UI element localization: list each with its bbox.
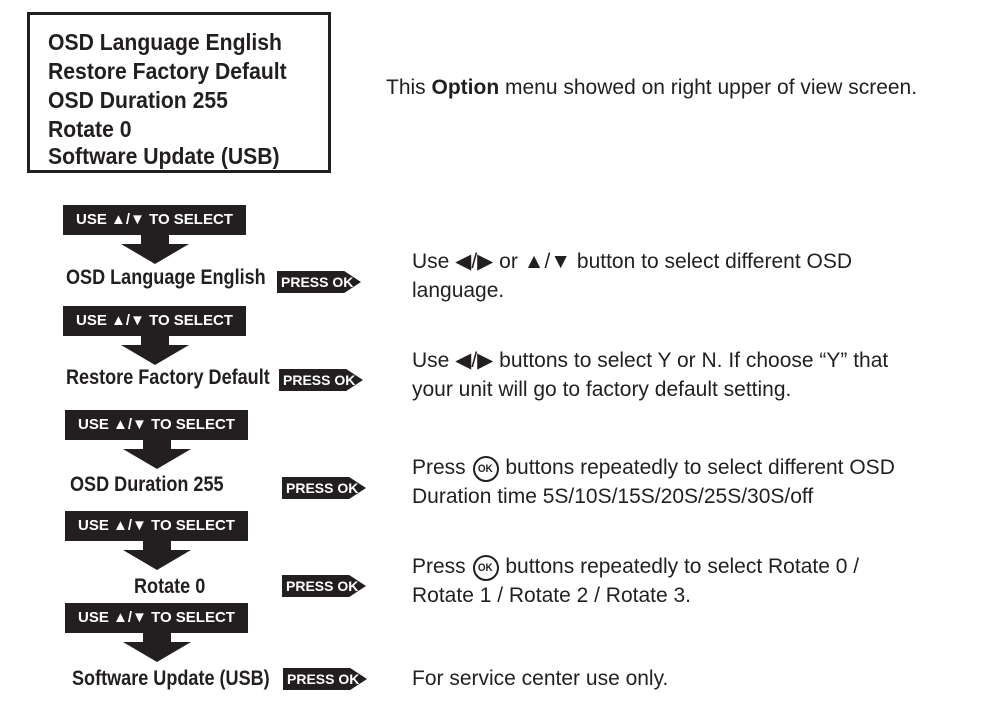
menu-item-restore-factory-default: Restore Factory Default bbox=[48, 58, 287, 84]
desc-line: Rotate 1 / Rotate 2 / Rotate 3. bbox=[412, 584, 691, 607]
down-arrow-icon bbox=[121, 234, 189, 264]
use-select-bar: USE ▲/▼ TO SELECT bbox=[65, 410, 248, 440]
down-arrow-icon bbox=[123, 632, 191, 662]
menu-item-osd-language: OSD Language English bbox=[48, 29, 282, 55]
desc-line: Press OK buttons repeatedly to select di… bbox=[412, 453, 895, 482]
down-arrow-icon bbox=[123, 439, 191, 469]
menu-item-osd-duration: OSD Duration 255 bbox=[48, 87, 228, 113]
step-label-osd-duration: OSD Duration 255 bbox=[70, 473, 224, 496]
menu-item-rotate: Rotate 0 bbox=[48, 116, 132, 142]
step-description-software-update: For service center use only. bbox=[412, 664, 668, 693]
use-select-bar: USE ▲/▼ TO SELECT bbox=[65, 603, 248, 633]
press-ok-arrow: PRESS OK bbox=[279, 369, 363, 391]
step-label-restore-factory-default: Restore Factory Default bbox=[66, 366, 270, 389]
desc-text: buttons repeatedly to select different O… bbox=[499, 456, 895, 479]
desc-line: Press OK buttons repeatedly to select Ro… bbox=[412, 552, 859, 581]
press-ok-arrow: PRESS OK bbox=[282, 575, 366, 597]
press-ok-arrow: PRESS OK bbox=[277, 271, 361, 293]
intro-text: This Option menu showed on right upper o… bbox=[386, 76, 917, 100]
ok-button-icon: OK bbox=[472, 555, 499, 581]
ok-icon-text: OK bbox=[478, 463, 493, 475]
press-ok-arrow: PRESS OK bbox=[282, 477, 366, 499]
desc-text: Press bbox=[412, 555, 472, 578]
step-label-software-update: Software Update (USB) bbox=[72, 667, 270, 690]
down-arrow-icon bbox=[123, 540, 191, 570]
step-description-restore-factory-default: Use ◀/▶ buttons to select Y or N. If cho… bbox=[412, 346, 888, 404]
intro-text-bold: Option bbox=[431, 76, 500, 99]
desc-line: Duration time 5S/10S/15S/20S/25S/30S/off bbox=[412, 485, 814, 508]
step-description-osd-language: Use ◀/▶ or ▲/▼ button to select differen… bbox=[412, 247, 852, 305]
use-select-bar: USE ▲/▼ TO SELECT bbox=[63, 306, 246, 336]
step-label-rotate: Rotate 0 bbox=[134, 575, 206, 598]
desc-line: Use ◀/▶ or ▲/▼ button to select differen… bbox=[412, 250, 852, 273]
desc-line: language. bbox=[412, 279, 505, 302]
step-description-rotate: Press OK buttons repeatedly to select Ro… bbox=[412, 552, 859, 610]
desc-line: your unit will go to factory default set… bbox=[412, 378, 792, 401]
menu-item-software-update: Software Update (USB) bbox=[48, 143, 280, 169]
press-ok-arrow: PRESS OK bbox=[283, 668, 367, 690]
ok-icon-text: OK bbox=[478, 562, 493, 574]
desc-line: For service center use only. bbox=[412, 667, 669, 690]
desc-text: buttons repeatedly to select Rotate 0 / bbox=[499, 555, 860, 578]
intro-text-after: menu showed on right upper of view scree… bbox=[499, 76, 918, 99]
desc-text: Press bbox=[412, 456, 472, 479]
step-label-osd-language: OSD Language English bbox=[66, 266, 266, 289]
option-menu-box: OSD Language English Restore Factory Def… bbox=[27, 12, 331, 173]
desc-line: Use ◀/▶ buttons to select Y or N. If cho… bbox=[412, 349, 889, 372]
intro-text-before: This bbox=[386, 76, 432, 99]
ok-button-icon: OK bbox=[472, 456, 499, 482]
down-arrow-icon bbox=[121, 335, 189, 365]
step-description-osd-duration: Press OK buttons repeatedly to select di… bbox=[412, 453, 895, 511]
use-select-bar: USE ▲/▼ TO SELECT bbox=[65, 511, 248, 541]
use-select-bar: USE ▲/▼ TO SELECT bbox=[63, 205, 246, 235]
